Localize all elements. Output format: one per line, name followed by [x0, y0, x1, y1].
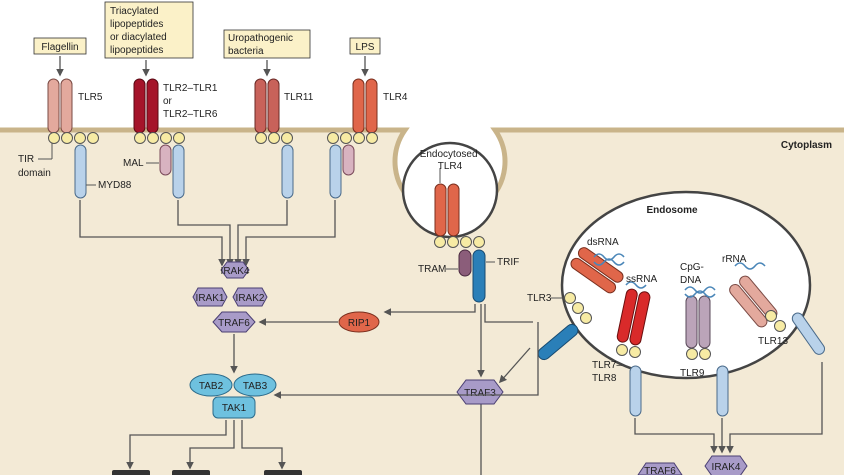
tlr4-receptor — [352, 78, 378, 134]
endocytosed-tlr4-label: Endocytosed TLR4 — [420, 149, 481, 172]
tlr3-label: TLR3 — [527, 293, 552, 304]
tlr5-label: TLR5 — [78, 92, 103, 103]
traf3-node — [456, 379, 504, 405]
tlr4-label: TLR4 — [383, 92, 408, 103]
cpg-dna-label: CpG- DNA — [680, 262, 707, 286]
tlr9-myd88 — [716, 365, 729, 417]
svg-text:IRAK2: IRAK2 — [236, 293, 265, 304]
endosome-label: Endosome — [646, 205, 698, 216]
irak4-node — [220, 261, 250, 279]
tab3-node — [233, 373, 277, 397]
tlr7-myd88 — [629, 365, 642, 417]
tlr2-label: TLR2–TLR1 or TLR2–TLR6 — [163, 83, 220, 120]
downstream-boxes-cropped — [112, 470, 302, 475]
traf3-label: TRAF3 — [464, 388, 496, 399]
tlr13-label: TLR13 — [758, 336, 788, 347]
tlr9-label: TLR9 — [680, 368, 705, 379]
tlr11-label: TLR11 — [284, 92, 314, 103]
tak1-node — [212, 396, 256, 419]
tram-adaptor — [458, 249, 472, 277]
irak4-bottom-node — [704, 455, 748, 475]
myd88-adaptors — [74, 144, 342, 199]
tak1-downstream-arrows — [126, 420, 286, 470]
svg-text:Flagellin: Flagellin — [41, 42, 78, 53]
irak2-node — [232, 287, 268, 307]
flagellin-label-box: Flagellin — [33, 37, 87, 55]
irak4-bottom-label: IRAK4 — [712, 462, 741, 473]
tlr2-receptor — [133, 78, 159, 134]
traf6-bottom-node — [637, 462, 683, 475]
svg-text:IRAK1: IRAK1 — [196, 293, 225, 304]
irak-complex: IRAK4 IRAK1 IRAK2 TRAF6 — [192, 261, 268, 333]
ssrna-label: ssRNA — [626, 274, 657, 285]
tram-label: TRAM — [418, 264, 446, 275]
mal-label: MAL — [123, 158, 144, 169]
trif-label: TRIF — [497, 257, 519, 268]
endosomal-arrows — [273, 322, 823, 454]
svg-text:TAK1: TAK1 — [222, 403, 247, 414]
trif-arrows — [383, 304, 533, 475]
tlr11-receptor — [254, 78, 280, 134]
uropathogenic-bacteria-label-box: Uropathogenic bacteria — [223, 29, 311, 59]
nucleic-acid-strands — [593, 253, 766, 298]
irak1-node — [192, 287, 228, 307]
ligand-arrows — [56, 56, 369, 77]
svg-text:TAB2: TAB2 — [199, 381, 224, 392]
endocytosed-tlr4-receptor — [434, 183, 460, 237]
tlr7-tlr8-receptor — [616, 288, 651, 346]
tir-domains — [48, 132, 378, 144]
myd88-convergence-arrows — [79, 200, 336, 267]
trif-adaptor — [472, 249, 486, 303]
tlr3-trif-adaptor — [537, 323, 579, 361]
svg-text:LPS: LPS — [356, 42, 375, 53]
svg-text:Triacylated lipopeptides: Triacylated lipopeptides or diacylated l… — [110, 6, 169, 56]
mal-adaptors — [159, 144, 355, 176]
rip1-node — [338, 311, 380, 333]
tir-domain-label: TIR domain — [18, 154, 51, 179]
svg-text:TAB3: TAB3 — [243, 381, 268, 392]
traf6-node — [212, 311, 256, 333]
tab2-node — [189, 373, 233, 397]
rrna-label: rRNA — [722, 254, 747, 265]
lipopeptides-label-box: Triacylated lipopeptides or diacylated l… — [104, 1, 194, 59]
tlr9-receptor — [685, 295, 711, 349]
svg-text:Uropathogenic bacteria: Uropathogenic bacteria — [228, 33, 296, 57]
lps-label-box: LPS — [349, 37, 381, 55]
svg-text:IRAK4: IRAK4 — [221, 266, 250, 277]
rip1-label: RIP1 — [348, 318, 371, 329]
svg-text:TRAF6: TRAF6 — [218, 318, 250, 329]
cytoplasm-label: Cytoplasm — [781, 140, 832, 151]
tlr5-receptor — [47, 78, 73, 134]
dsrna-label: dsRNA — [587, 237, 619, 248]
endo-tir-domains — [434, 236, 485, 248]
tlr7-tlr8-label: TLR7– TLR8 — [592, 360, 625, 384]
tak-complex: TAB2 TAB3 TAK1 — [189, 373, 277, 419]
traf6-bottom-label: TRAF6 — [644, 466, 676, 475]
tlr13-myd88 — [791, 312, 826, 355]
myd88-label: MYD88 — [98, 180, 132, 191]
